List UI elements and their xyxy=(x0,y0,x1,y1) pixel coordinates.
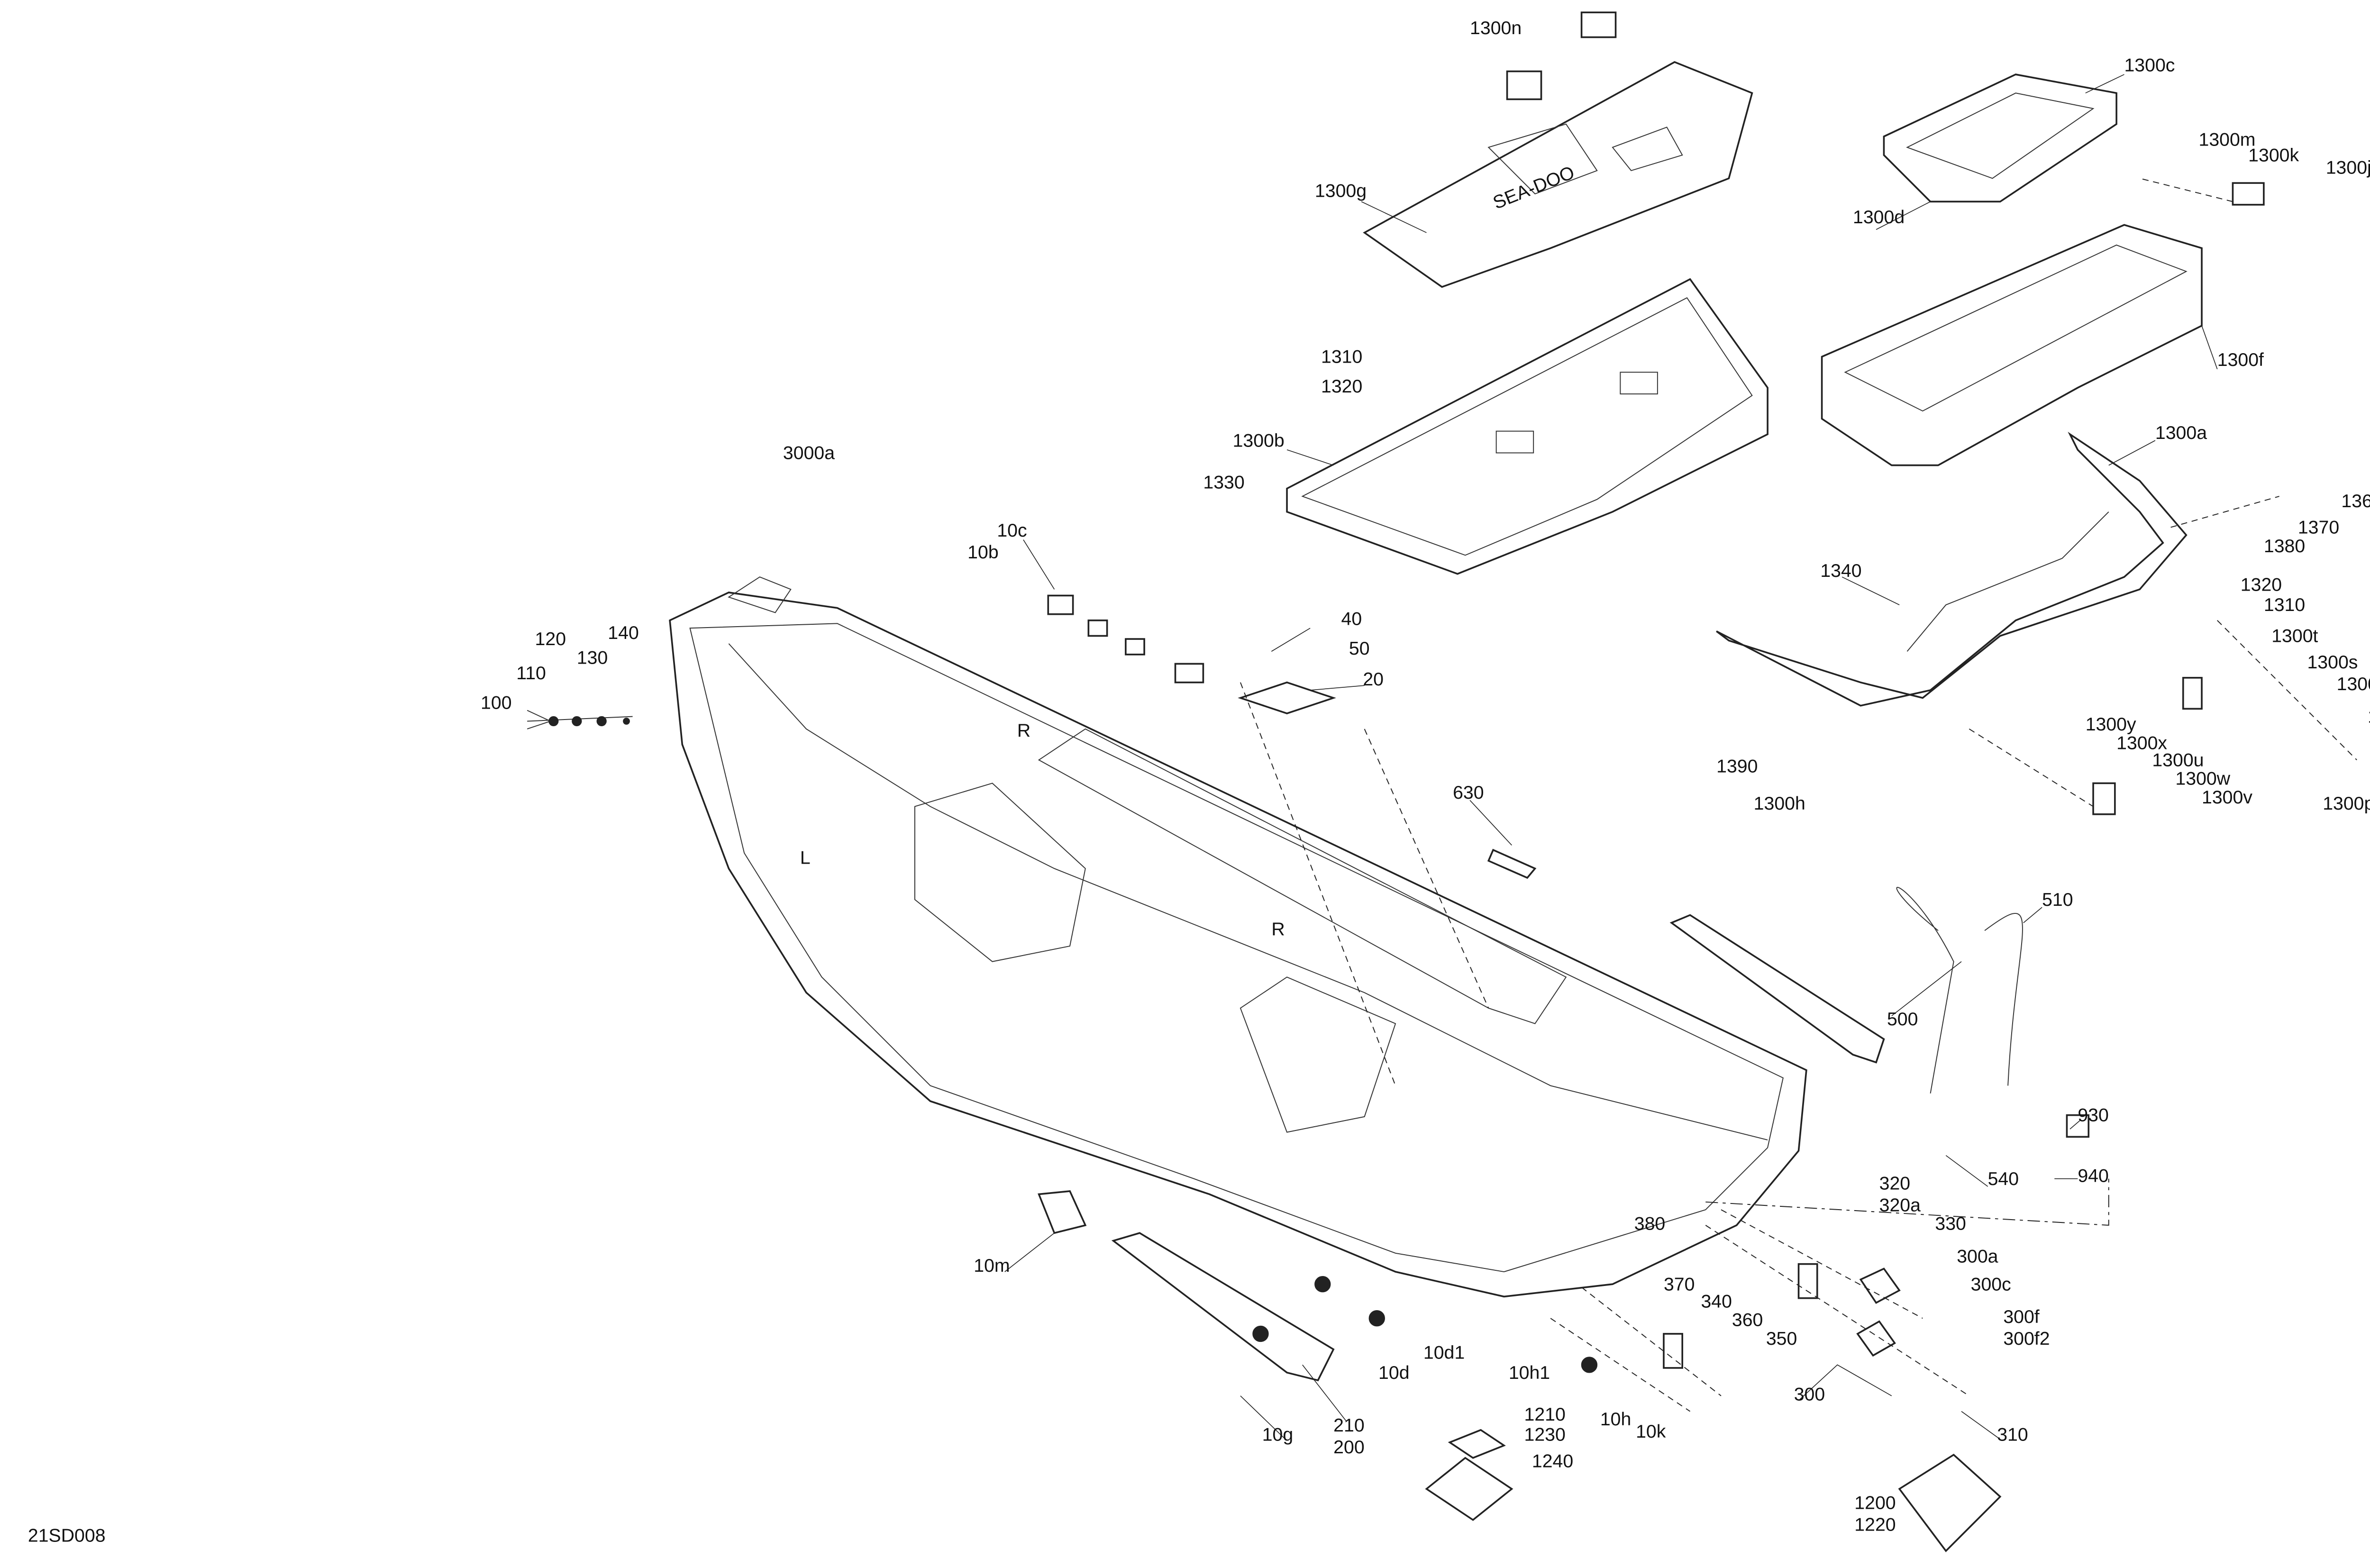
callout-1300j: 1300j xyxy=(2326,157,2370,178)
callout-500: 500 xyxy=(1887,1009,1918,1030)
callout-340: 340 xyxy=(1701,1291,1732,1312)
callout-1200: 1200 xyxy=(1854,1493,1896,1513)
callout-300f2: 300f2 xyxy=(2003,1328,2050,1349)
callout-370: 370 xyxy=(1664,1274,1695,1295)
callout-10h: 10h xyxy=(1600,1409,1631,1430)
callout-350: 350 xyxy=(1766,1328,1797,1349)
callout-1300h: 1300h xyxy=(1754,793,1805,814)
callout-360: 360 xyxy=(1732,1310,1763,1331)
callout-10h1: 10h1 xyxy=(1509,1362,1550,1383)
callout-1300k: 1300k xyxy=(2248,145,2299,165)
rear-storage-bin xyxy=(1821,224,2203,466)
callout-10c: 10c xyxy=(997,520,1027,541)
callout-1320: 1320 xyxy=(1321,376,1362,397)
callout-1340: 1340 xyxy=(1820,560,1861,581)
callout-1300m: 1300m xyxy=(2198,129,2255,150)
callout-1210: 1210 xyxy=(1524,1404,1566,1425)
sponson-right xyxy=(1669,914,1885,1064)
callout-300a: 300a xyxy=(1957,1246,1998,1267)
callout-110: 110 xyxy=(516,663,546,684)
callout-1300r: 1300r xyxy=(2337,674,2370,694)
hull-marking-r: R xyxy=(1017,720,1030,741)
callout-1300g: 1300g xyxy=(1315,181,1367,201)
leader-lines xyxy=(1004,74,2218,1440)
callout-310: 310 xyxy=(1997,1424,2028,1445)
callout-1300v: 1300v xyxy=(2202,787,2252,808)
callout-1230: 1230 xyxy=(1524,1424,1566,1445)
callout-10b: 10b xyxy=(967,542,998,563)
callout-1370: 1370 xyxy=(2298,517,2339,538)
callout-1390: 1390 xyxy=(1716,756,1758,776)
seat-base xyxy=(1286,278,1768,575)
diagram-id: 21SD008 xyxy=(28,1525,106,1546)
callout-3000a: 3000a xyxy=(783,443,835,464)
callout-40: 40 xyxy=(1341,609,1362,629)
callout-1300w: 1300w xyxy=(2175,768,2230,789)
callout-510: 510 xyxy=(2042,889,2073,910)
callout-1300d: 1300d xyxy=(1853,207,1905,228)
callout-210: 210 xyxy=(1333,1415,1364,1436)
callout-930: 930 xyxy=(2078,1105,2108,1126)
callout-100: 100 xyxy=(481,692,511,713)
callout-320a: 320a xyxy=(1879,1194,1921,1215)
callout-320: 320 xyxy=(1879,1173,1910,1194)
callout-1330: 1330 xyxy=(1203,472,1244,493)
callout-10k: 10k xyxy=(1636,1421,1666,1442)
callout-300f: 300f xyxy=(2003,1306,2039,1327)
callout-1320-rear: 1320 xyxy=(2241,574,2282,595)
callout-630: 630 xyxy=(1453,782,1484,803)
callout-300: 300 xyxy=(1794,1384,1825,1405)
callout-120: 120 xyxy=(535,629,566,649)
sponson-left xyxy=(1111,1232,1335,1382)
callout-140: 140 xyxy=(608,622,638,643)
callout-1300s: 1300s xyxy=(2307,652,2358,673)
callout-10g: 10g xyxy=(1262,1424,1293,1445)
callout-1310: 1310 xyxy=(1321,346,1362,367)
callout-20: 20 xyxy=(1363,669,1384,690)
callout-10d: 10d xyxy=(1378,1362,1409,1383)
callout-1220: 1220 xyxy=(1854,1514,1896,1535)
assembly-lines xyxy=(1240,178,2357,1412)
callout-1300x: 1300x xyxy=(2116,732,2167,753)
callout-10m: 10m xyxy=(974,1255,1010,1276)
callout-1300n: 1300n xyxy=(1470,18,1522,38)
callout-1360: 1360 xyxy=(2341,491,2370,511)
rear-bumper xyxy=(1716,431,2188,707)
callout-1300y: 1300y xyxy=(2086,714,2136,735)
callout-1300p: 1300p xyxy=(2323,793,2370,814)
callout-300c: 300c xyxy=(1971,1274,2011,1295)
callout-540: 540 xyxy=(1988,1168,2019,1189)
callout-1300q: 1300q xyxy=(2368,706,2370,727)
callout-1310-rear: 1310 xyxy=(2264,594,2305,615)
callout-200: 200 xyxy=(1333,1437,1364,1458)
callout-50: 50 xyxy=(1349,638,1370,659)
hull: L R R xyxy=(669,576,1807,1298)
callout-1300b: 1300b xyxy=(1233,430,1285,451)
callout-1300c: 1300c xyxy=(2124,55,2175,76)
callout-1380: 1380 xyxy=(2264,536,2305,556)
callout-1240: 1240 xyxy=(1532,1450,1573,1471)
callout-1300f: 1300f xyxy=(2217,349,2264,370)
hull-marking-l: L xyxy=(800,848,811,868)
hull-marking-r: R xyxy=(1271,919,1285,939)
callout-380: 380 xyxy=(1634,1213,1665,1234)
callout-1300u: 1300u xyxy=(2152,749,2204,770)
callout-1300t: 1300t xyxy=(2271,626,2318,647)
callout-940: 940 xyxy=(2078,1165,2108,1186)
callout-labels: 1300n 1300c 1300m 1300k 1300j 1300g 1300… xyxy=(28,18,2370,1546)
callout-1300a: 1300a xyxy=(2155,422,2207,443)
seat-cover: SEA-DOO xyxy=(1363,61,1753,288)
storage-tray xyxy=(1883,73,2117,203)
small-parts xyxy=(527,11,2265,1552)
callout-330: 330 xyxy=(1935,1213,1966,1234)
callout-130: 130 xyxy=(577,647,608,668)
callout-10d1: 10d1 xyxy=(1423,1342,1465,1363)
